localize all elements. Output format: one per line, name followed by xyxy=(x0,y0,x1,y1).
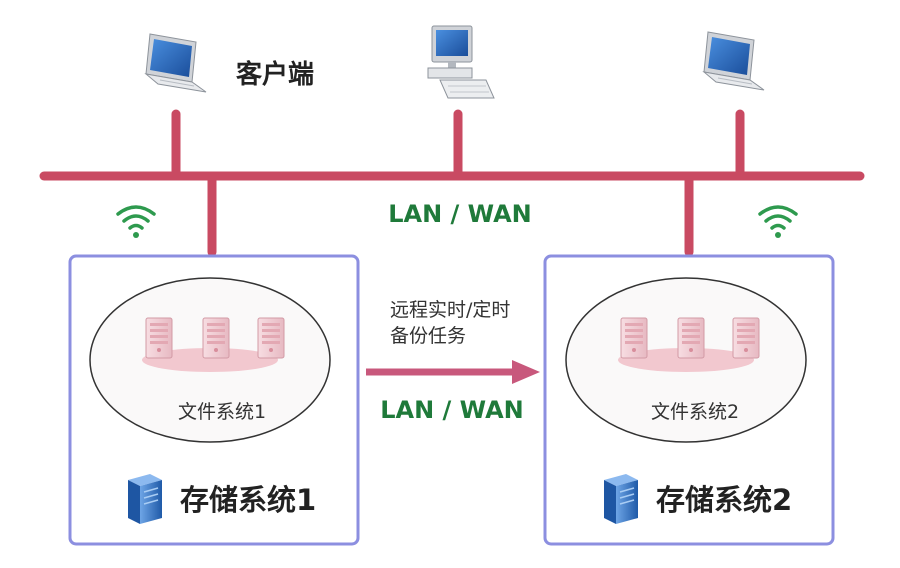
file-system-label: 文件系统1 xyxy=(178,401,266,423)
server-icon xyxy=(202,317,230,359)
replication-label-line1: 远程实时/定时 xyxy=(390,299,510,321)
storage-system-2: 文件系统2 存储系统2 xyxy=(543,254,835,546)
laptop-icon xyxy=(145,33,207,93)
lan-wan-label-top: LAN / WAN xyxy=(388,200,531,228)
storage-title: 存储系统1 xyxy=(180,483,316,517)
server-icon xyxy=(620,317,648,359)
file-system-label: 文件系统2 xyxy=(651,401,739,423)
laptop-icon xyxy=(703,31,765,91)
server-icon xyxy=(257,317,285,359)
server-icon xyxy=(732,317,760,359)
network-bus xyxy=(39,109,865,257)
clients-label: 客户端 xyxy=(236,59,314,90)
server-block-icon xyxy=(127,473,163,525)
replication-arrow xyxy=(366,360,540,384)
storage-system-1: 文件系统1 存储系统1 xyxy=(68,254,360,546)
lan-wan-label-mid: LAN / WAN xyxy=(380,396,523,424)
storage-title: 存储系统2 xyxy=(656,483,792,517)
server-icon xyxy=(145,317,173,359)
desktop-computer-icon xyxy=(427,25,495,99)
wifi-icon xyxy=(758,205,798,240)
replication-label-line2: 备份任务 xyxy=(390,325,466,347)
wifi-icon xyxy=(116,205,156,240)
server-icon xyxy=(677,317,705,359)
server-block-icon xyxy=(603,473,639,525)
